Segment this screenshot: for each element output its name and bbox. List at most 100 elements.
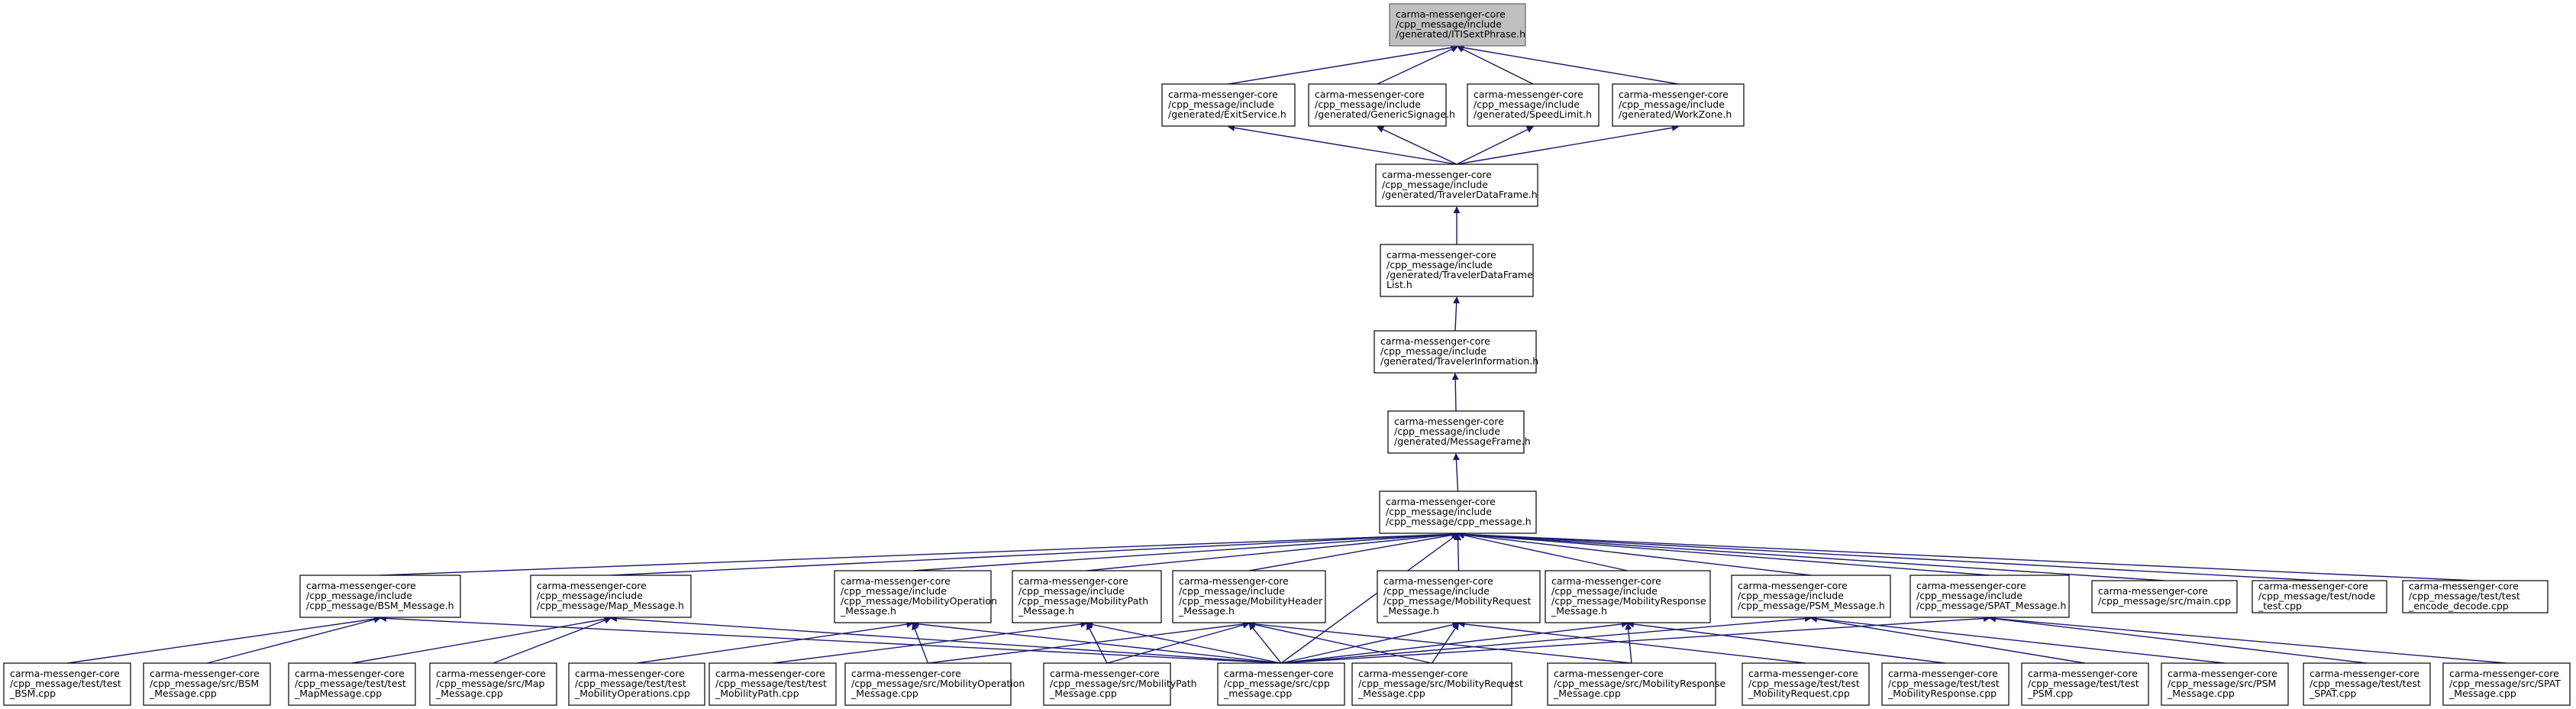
graph-node-n08[interactable]: carma-messenger-core/cpp_message/include… <box>1387 410 1531 454</box>
edge-n01-to-n00 <box>1228 44 1458 85</box>
node-label-line: _PSM.cpp <box>2027 688 2073 699</box>
node-label-line: _Message.cpp <box>1049 688 1117 699</box>
edge-n30-to-n16 <box>1280 620 1629 664</box>
node-box <box>1172 570 1326 623</box>
graph-node-n36[interactable]: carma-messenger-core/cpp_message/src/PSM… <box>2161 662 2289 706</box>
edge-n18-to-n09 <box>1457 531 1990 576</box>
edge-n29-to-n13 <box>1086 623 1108 664</box>
graph-node-n02[interactable]: carma-messenger-core/cpp_message/include… <box>1308 83 1455 127</box>
edge-n30-to-n10 <box>379 614 1282 664</box>
node-label-line: /cpp_message/PSM_Message.h <box>1738 600 1885 611</box>
node-label-line: /cpp_message/include <box>537 590 643 601</box>
graph-node-n17[interactable]: carma-messenger-core/cpp_message/include… <box>1731 575 1891 618</box>
node-label-line: _MobilityOperations.cpp <box>574 688 690 699</box>
node-label-line: /generated/GenericSignage.h <box>1315 108 1455 120</box>
node-label-line: _encode_decode.cpp <box>2408 601 2509 612</box>
node-box <box>143 662 271 706</box>
graph-node-n18[interactable]: carma-messenger-core/cpp_message/include… <box>1909 575 2070 618</box>
node-label-line: /cpp_message/test/test <box>2028 678 2139 689</box>
node-label-line: carma-messenger-core <box>1386 496 1496 507</box>
graph-node-n32[interactable]: carma-messenger-core/cpp_message/src/Mob… <box>1547 662 1725 706</box>
graph-node-n34[interactable]: carma-messenger-core/cpp_message/test/te… <box>1881 662 2009 706</box>
edge-n38-to-n18 <box>1989 615 2507 664</box>
graph-node-n28[interactable]: carma-messenger-core/cpp_message/src/Mob… <box>844 662 1025 706</box>
edge-n28-to-n12 <box>912 623 929 664</box>
node-box <box>1909 575 2070 618</box>
node-label-line: /cpp_message/test/test <box>10 678 121 689</box>
node-label-line: /cpp_message/include <box>841 585 947 597</box>
graph-node-n07[interactable]: carma-messenger-core/cpp_message/include… <box>1374 330 1538 374</box>
node-label-line: /cpp_message/src/PSM <box>2168 678 2276 689</box>
edge-n22-to-n10 <box>66 615 381 664</box>
graph-node-n21[interactable]: carma-messenger-core/cpp_message/test/te… <box>2402 580 2549 613</box>
graph-node-n29[interactable]: carma-messenger-core/cpp_message/src/Mob… <box>1043 662 1197 706</box>
edge-n31-to-n14 <box>1248 621 1432 664</box>
edge-n03-to-n00 <box>1457 46 1534 85</box>
graph-node-n12[interactable]: carma-messenger-core/cpp_message/include… <box>834 570 997 623</box>
node-label-line: carma-messenger-core <box>1888 668 1998 679</box>
graph-node-n24[interactable]: carma-messenger-core/cpp_message/test/te… <box>288 662 416 706</box>
node-box <box>834 570 992 623</box>
graph-node-n19[interactable]: carma-messenger-core/cpp_message/src/mai… <box>2091 580 2238 613</box>
node-label-line: /generated/ExitService.h <box>1168 108 1286 120</box>
node-label-line: _Message.cpp <box>2167 688 2235 699</box>
node-label-line: /cpp_message/MobilityPath <box>1018 595 1148 607</box>
graph-node-n33[interactable]: carma-messenger-core/cpp_message/test/te… <box>1742 662 1870 706</box>
edge-n32-to-n16 <box>1625 623 1632 664</box>
graph-node-n04[interactable]: carma-messenger-core/cpp_message/include… <box>1612 83 1745 127</box>
graph-node-n22[interactable]: carma-messenger-core/cpp_message/test/te… <box>3 662 131 706</box>
graph-node-n30[interactable]: carma-messenger-core/cpp_message/src/cpp… <box>1217 662 1345 706</box>
edge-n04-to-n00 <box>1457 44 1679 85</box>
node-label-line: _SPAT.cpp <box>2309 688 2356 699</box>
edge-n08-to-n07 <box>1451 373 1459 412</box>
graph-node-n27[interactable]: carma-messenger-core/cpp_message/test/te… <box>709 662 837 706</box>
graph-node-n37[interactable]: carma-messenger-core/cpp_message/test/te… <box>2303 662 2431 706</box>
graph-node-n38[interactable]: carma-messenger-core/cpp_message/src/SPA… <box>2442 662 2571 706</box>
node-box <box>1012 570 1162 623</box>
node-box <box>2161 662 2289 706</box>
graph-node-n00[interactable]: carma-messenger-core/cpp_message/include… <box>1389 3 1526 47</box>
graph-node-n01[interactable]: carma-messenger-core/cpp_message/include… <box>1161 83 1296 127</box>
graph-node-n20[interactable]: carma-messenger-core/cpp_message/test/no… <box>2252 580 2387 613</box>
graph-node-n05[interactable]: carma-messenger-core/cpp_message/include… <box>1375 163 1538 207</box>
node-label-line: carma-messenger-core <box>306 580 416 591</box>
node-label-line: /generated/SpeedLimit.h <box>1474 108 1592 120</box>
graph-node-n09[interactable]: carma-messenger-core/cpp_message/include… <box>1379 490 1537 534</box>
edge-n13-to-n09 <box>1086 531 1459 571</box>
node-label-line: _Message.cpp <box>1553 688 1621 699</box>
node-box <box>1374 330 1537 374</box>
node-label-line: _Message.cpp <box>851 688 918 699</box>
graph-node-n10[interactable]: carma-messenger-core/cpp_message/include… <box>299 575 461 618</box>
node-label-line: /cpp_message/include <box>1619 99 1725 110</box>
graph-node-n06[interactable]: carma-messenger-core/cpp_message/include… <box>1380 244 1534 297</box>
graph-node-n14[interactable]: carma-messenger-core/cpp_message/include… <box>1172 570 1326 623</box>
graph-node-n23[interactable]: carma-messenger-core/cpp_message/src/BSM… <box>143 662 271 706</box>
graph-node-n11[interactable]: carma-messenger-core/cpp_message/include… <box>530 575 692 618</box>
node-label-line: carma-messenger-core <box>1916 580 2026 591</box>
node-box <box>3 662 131 706</box>
node-label-line: /cpp_message/test/test <box>575 678 686 689</box>
node-label-line: carma-messenger-core <box>1394 416 1504 427</box>
node-label-line: /cpp_message/test/test <box>2310 678 2421 689</box>
graph-node-n03[interactable]: carma-messenger-core/cpp_message/include… <box>1467 83 1600 127</box>
graph-node-n31[interactable]: carma-messenger-core/cpp_message/src/Mob… <box>1351 662 1523 706</box>
node-label-line: /cpp_message/SPAT_Message.h <box>1916 600 2066 611</box>
graph-node-n13[interactable]: carma-messenger-core/cpp_message/include… <box>1012 570 1162 623</box>
node-label-line: carma-messenger-core <box>1474 89 1583 100</box>
node-label-line: _message.cpp <box>1223 688 1292 699</box>
node-label-line: carma-messenger-core <box>1380 335 1490 347</box>
edge-n31-to-n15 <box>1431 623 1460 664</box>
node-label-line: /cpp_message/include <box>1738 590 1844 601</box>
graph-node-n16[interactable]: carma-messenger-core/cpp_message/include… <box>1545 570 1711 623</box>
edge-n17-to-n09 <box>1457 531 1812 576</box>
node-box <box>2303 662 2431 706</box>
node-label-line: /cpp_message/include <box>1386 506 1492 517</box>
node-label-line: /cpp_message/include <box>1386 259 1493 270</box>
graph-node-n26[interactable]: carma-messenger-core/cpp_message/test/te… <box>568 662 705 706</box>
node-label-line: /cpp_message/src/MobilityOperation <box>851 678 1025 689</box>
graph-node-n15[interactable]: carma-messenger-core/cpp_message/include… <box>1377 570 1541 623</box>
graph-node-n25[interactable]: carma-messenger-core/cpp_message/src/Map… <box>429 662 557 706</box>
node-box <box>1351 662 1512 706</box>
graph-node-n35[interactable]: carma-messenger-core/cpp_message/test/te… <box>2021 662 2149 706</box>
